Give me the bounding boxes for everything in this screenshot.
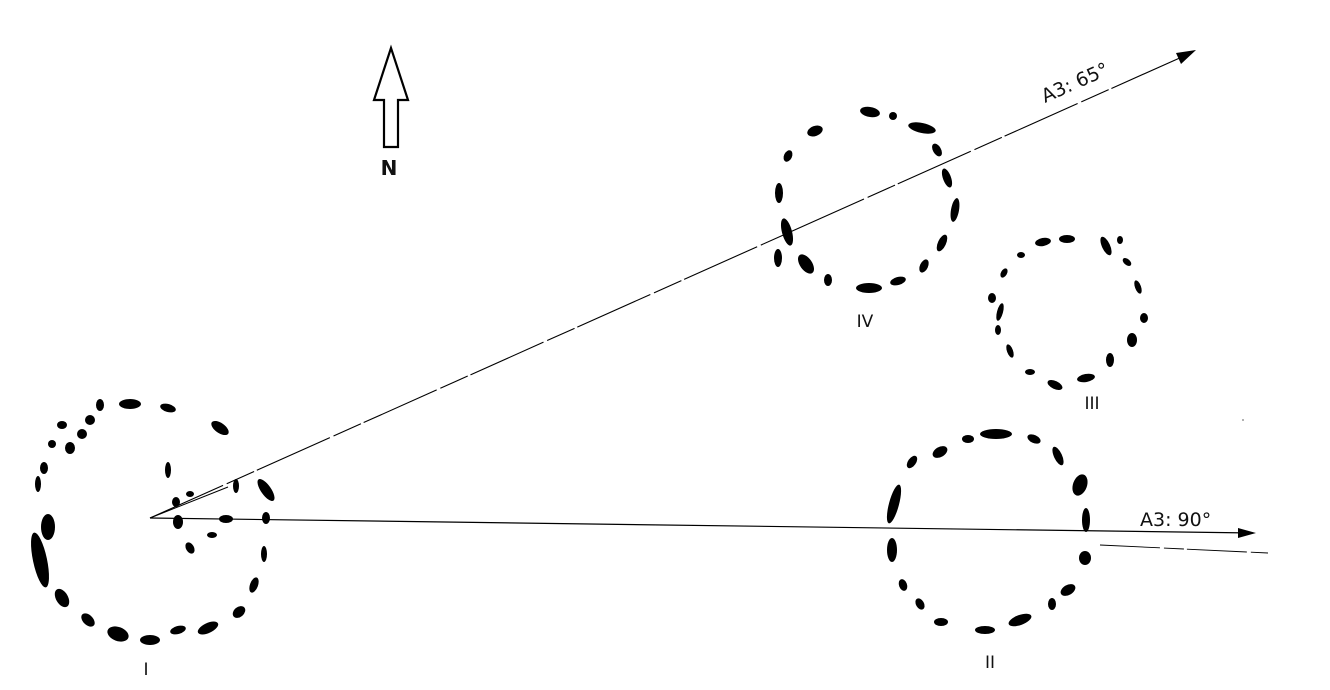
stone-circle-iii: [988, 235, 1148, 390]
stone-circle-ii: [886, 429, 1091, 634]
alignment-label-a3-65: A3: 65°: [1038, 59, 1112, 108]
stone-circle-i: [31, 399, 275, 645]
alignment-line-a3-90: [149, 517, 1269, 554]
circle-label-i: I: [143, 660, 148, 680]
circle-label-ii: II: [985, 653, 995, 673]
north-label: N: [381, 156, 398, 180]
stone-circle-iv: [774, 106, 960, 293]
alignment-label-a3-90: A3: 90°: [1140, 509, 1211, 531]
circle-label-iii: III: [1084, 394, 1099, 414]
inner-line-1: [149, 486, 229, 519]
speck: [1242, 419, 1244, 421]
north-arrow-icon: [372, 44, 410, 149]
alignment-line-a3-65: [149, 50, 1196, 519]
circle-label-iv: IV: [857, 312, 874, 332]
